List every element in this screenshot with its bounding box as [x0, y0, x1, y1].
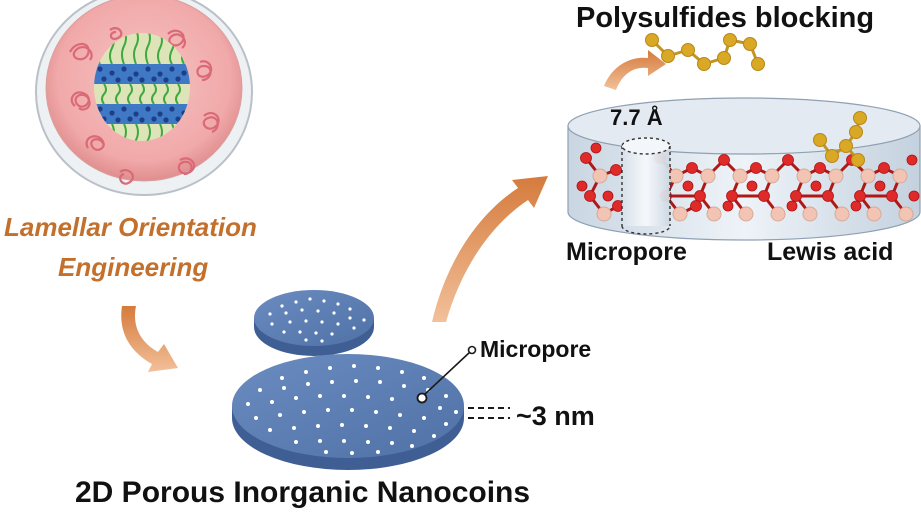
- micropore-channel: [621, 137, 671, 235]
- large-nanocoin: [232, 354, 464, 470]
- micropore-marker: [416, 392, 428, 404]
- engineering-label: Engineering: [58, 252, 209, 282]
- petri-dish: [35, 0, 253, 196]
- polymer-coils: [69, 27, 220, 185]
- thickness-label: ~3 nm: [516, 401, 595, 431]
- polysulfide-chain-adsorbed: [813, 111, 867, 167]
- small-nanocoin: [254, 290, 374, 356]
- pore-size-label: 7.7 Å: [610, 105, 663, 130]
- arrow-left: [121, 306, 178, 372]
- polysulfides-blocking-label: Polysulfides blocking: [576, 2, 875, 34]
- diagram-title: 2D Porous Inorganic Nanocoins: [75, 476, 531, 509]
- lamellar-orientation-label: Lamellar Orientation: [4, 212, 257, 242]
- arrow-up: [432, 176, 548, 322]
- thickness-marker: [468, 407, 510, 419]
- micropore-cylinder-label: Micropore: [566, 238, 687, 266]
- arrow-polysulfide: [604, 50, 666, 90]
- lewis-acid-label: Lewis acid: [767, 238, 894, 266]
- micropore-leader: [423, 345, 477, 396]
- metal-atoms: [592, 168, 914, 222]
- micropore-disc-label: Micropore: [480, 336, 592, 362]
- polysulfide-chain-top: [645, 33, 765, 71]
